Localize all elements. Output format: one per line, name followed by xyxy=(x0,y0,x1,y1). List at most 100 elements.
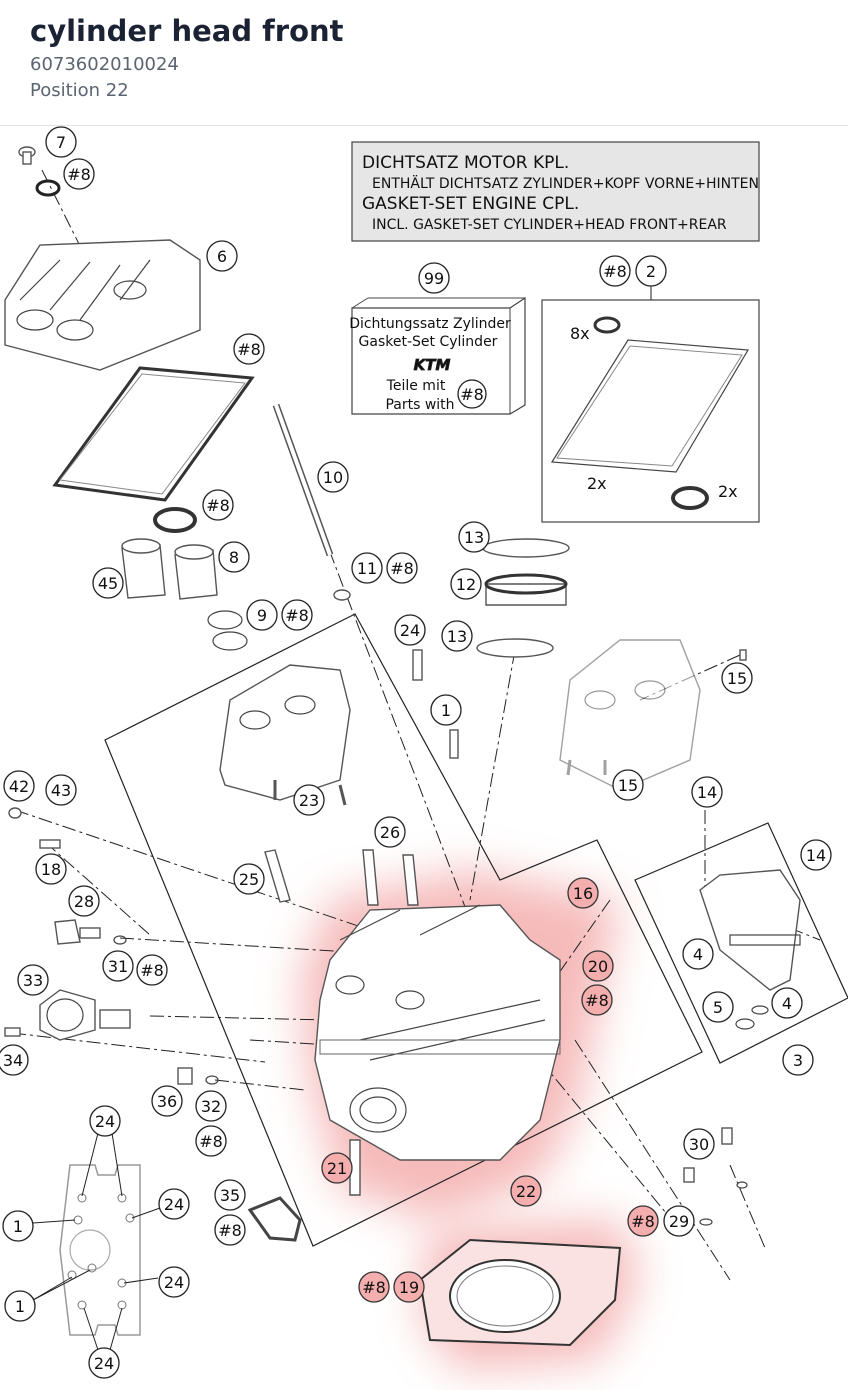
callout-14-24[interactable]: 14 xyxy=(800,839,832,871)
svg-text:99: 99 xyxy=(424,269,444,288)
callout-33-33[interactable]: 33 xyxy=(17,964,49,996)
callout-6-2[interactable]: 6 xyxy=(206,240,238,272)
callout-hash8-34[interactable]: #8 xyxy=(581,984,613,1016)
svg-text:9: 9 xyxy=(257,606,267,625)
callout-25-26[interactable]: 25 xyxy=(233,863,265,895)
svg-text:#8: #8 xyxy=(460,385,484,404)
callout-11-8[interactable]: 11 xyxy=(351,552,383,584)
valve-cover-bolt xyxy=(18,146,61,197)
svg-text:12: 12 xyxy=(456,575,476,594)
svg-text:29: 29 xyxy=(669,1212,689,1231)
callout-32-40[interactable]: 32 xyxy=(195,1090,227,1122)
svg-text:35: 35 xyxy=(220,1186,240,1205)
callout-36-39[interactable]: 36 xyxy=(151,1085,183,1117)
kit-box-marker: #8 xyxy=(457,379,487,409)
callout-7-0[interactable]: 7 xyxy=(45,126,77,158)
svg-text:14: 14 xyxy=(697,783,717,802)
callout-1-16[interactable]: 1 xyxy=(430,694,462,726)
callout-23-19[interactable]: 23 xyxy=(293,784,325,816)
camshaft-carrier xyxy=(219,664,351,806)
callout-30-43[interactable]: 30 xyxy=(683,1128,715,1160)
page-header: cylinder head front 6073602010024 Positi… xyxy=(0,0,848,126)
spark-plug-tube xyxy=(272,403,351,601)
svg-text:21: 21 xyxy=(327,1159,347,1178)
callout-2-59[interactable]: 2 xyxy=(635,255,667,287)
callout-hash8-30[interactable]: #8 xyxy=(136,954,168,986)
bolts-small xyxy=(412,649,747,759)
callout-15-17[interactable]: 15 xyxy=(721,662,753,694)
right-bolts xyxy=(683,1127,748,1226)
valve-cover xyxy=(4,239,201,371)
callout-24-15[interactable]: 24 xyxy=(394,614,426,646)
callout-24-42[interactable]: 24 xyxy=(89,1105,121,1137)
callout-hash8-9[interactable]: #8 xyxy=(386,552,418,584)
callout-hash8-47[interactable]: #8 xyxy=(214,1214,246,1246)
sensors-left xyxy=(4,807,219,1085)
svg-text:24: 24 xyxy=(164,1273,184,1292)
svg-text:24: 24 xyxy=(400,621,420,640)
svg-text:4: 4 xyxy=(782,994,792,1013)
callout-10-4[interactable]: 10 xyxy=(317,461,349,493)
kit-box-line2: Gasket-Set Cylinder xyxy=(359,334,498,350)
callout-19-55[interactable]: 19 xyxy=(393,1271,425,1303)
callout-26-23[interactable]: 26 xyxy=(374,816,406,848)
svg-text:34: 34 xyxy=(3,1051,23,1070)
callout-16-27[interactable]: 16 xyxy=(567,877,599,909)
callout-29-51[interactable]: 29 xyxy=(663,1205,695,1237)
callout-4-36[interactable]: 4 xyxy=(771,987,803,1019)
svg-text:32: 32 xyxy=(201,1097,221,1116)
callout-99-57[interactable]: 99 xyxy=(418,262,450,294)
callout-9-10[interactable]: 9 xyxy=(246,599,278,631)
callout-1-49[interactable]: 1 xyxy=(2,1210,34,1242)
callout-hash8-11[interactable]: #8 xyxy=(281,599,313,631)
callout-42-20[interactable]: 42 xyxy=(3,770,35,802)
callout-8-6[interactable]: 8 xyxy=(218,541,250,573)
callout-4-32[interactable]: 4 xyxy=(682,938,714,970)
svg-text:1: 1 xyxy=(13,1217,23,1236)
callout-hash8-3[interactable]: #8 xyxy=(233,333,265,365)
callout-24-56[interactable]: 24 xyxy=(88,1347,120,1379)
callout-3-38[interactable]: 3 xyxy=(782,1044,814,1076)
cylinder-head-gasket xyxy=(418,1238,622,1347)
callout-43-21[interactable]: 43 xyxy=(45,774,77,806)
svg-text:#8: #8 xyxy=(67,165,91,184)
callout-24-52[interactable]: 24 xyxy=(158,1266,190,1298)
callout-12-13[interactable]: 12 xyxy=(450,568,482,600)
svg-text:13: 13 xyxy=(464,528,484,547)
callout-34-37[interactable]: 34 xyxy=(0,1044,29,1076)
svg-text:8: 8 xyxy=(229,548,239,567)
svg-text:#8: #8 xyxy=(631,1212,655,1231)
callout-22-45[interactable]: 22 xyxy=(510,1175,542,1207)
cylinder-gasket-set-box: Dichtungssatz Zylinder Gasket-Set Cylind… xyxy=(349,296,526,415)
svg-text:11: 11 xyxy=(357,559,377,578)
callout-18-25[interactable]: 18 xyxy=(35,853,67,885)
callout-5-35[interactable]: 5 xyxy=(702,991,734,1023)
svg-text:#8: #8 xyxy=(206,496,230,515)
svg-text:18: 18 xyxy=(41,860,61,879)
callout-24-48[interactable]: 24 xyxy=(158,1188,190,1220)
callout-35-46[interactable]: 35 xyxy=(214,1179,246,1211)
callout-hash8-41[interactable]: #8 xyxy=(195,1125,227,1157)
qty-8x: 8x xyxy=(570,324,590,343)
svg-text:25: 25 xyxy=(239,870,259,889)
callout-31-29[interactable]: 31 xyxy=(102,950,134,982)
callout-hash8-50[interactable]: #8 xyxy=(627,1205,659,1237)
gasket-box-line2: ENTHÄLT DICHTSATZ ZYLINDER+KOPF VORNE+HI… xyxy=(372,174,759,192)
callout-21-44[interactable]: 21 xyxy=(321,1152,353,1184)
callout-hash8-54[interactable]: #8 xyxy=(358,1271,390,1303)
svg-text:#8: #8 xyxy=(285,606,309,625)
callout-hash8-5[interactable]: #8 xyxy=(202,489,234,521)
callout-13-12[interactable]: 13 xyxy=(458,521,490,553)
svg-text:31: 31 xyxy=(108,957,128,976)
callout-13-14[interactable]: 13 xyxy=(441,620,473,652)
callout-14-22[interactable]: 14 xyxy=(691,776,723,808)
callout-hash8-58[interactable]: #8 xyxy=(599,255,631,287)
callout-45-7[interactable]: 45 xyxy=(92,567,124,599)
callout-1-53[interactable]: 1 xyxy=(4,1290,36,1322)
callout-28-28[interactable]: 28 xyxy=(68,885,100,917)
svg-text:22: 22 xyxy=(516,1182,536,1201)
callout-20-31[interactable]: 20 xyxy=(582,950,614,982)
callout-hash8-1[interactable]: #8 xyxy=(63,158,95,190)
callout-15-18[interactable]: 15 xyxy=(612,769,644,801)
